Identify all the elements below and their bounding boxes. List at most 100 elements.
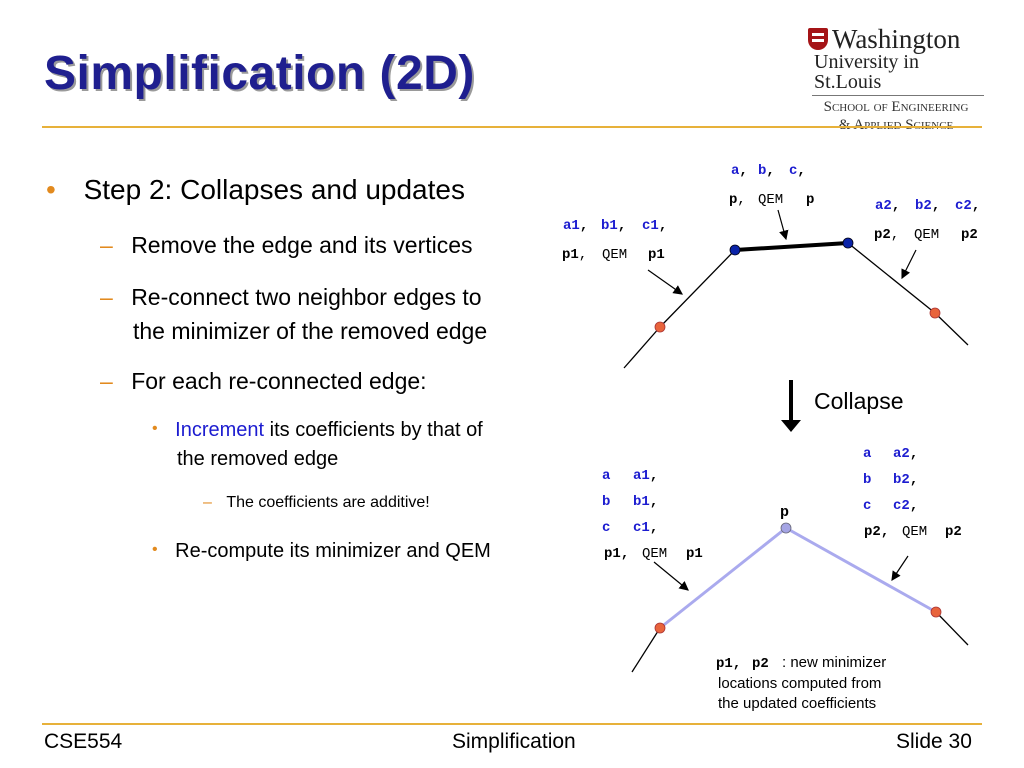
svg-text:aa2,: aa2, <box>863 446 918 462</box>
point-p: p <box>806 192 814 208</box>
coef-c1: c1 <box>642 218 659 234</box>
sub4-bullet-additive: – The coefficients are additive! <box>203 494 430 512</box>
dash-icon: – <box>203 494 212 511</box>
coef-b1: b1 <box>601 218 618 234</box>
caption-line3: the updated coefficients <box>718 695 876 712</box>
bullet-step2: • Step 2: Collapses and updates <box>46 174 465 206</box>
label-top-center-l2: p, QEM p <box>729 192 814 208</box>
label-top-right-l2: p2, QEM p2 <box>874 227 978 243</box>
coef-a: a <box>863 446 872 462</box>
crest-icon <box>808 28 828 50</box>
footer-slide-number: Slide 30 <box>896 730 972 753</box>
svg-text:cc1,: cc1, <box>602 520 658 536</box>
edge-vertex-2 <box>842 237 854 249</box>
point-p: p <box>729 192 737 208</box>
new-edge-right <box>785 526 937 614</box>
point-p1: p1 <box>648 247 665 263</box>
bullet-step2-text: Step 2: Collapses and updates <box>83 174 465 205</box>
logo-name: Washington <box>832 24 961 54</box>
svg-text:bb2,: bb2, <box>863 472 918 488</box>
coef-c2: c2 <box>893 498 910 514</box>
coef-a2: a2 <box>875 198 892 214</box>
logo-school-line1: School of Engineering <box>823 99 969 115</box>
dash-icon: – <box>100 368 113 394</box>
sub-bullet-foreach: – For each re-connected edge: <box>100 364 427 398</box>
label-top-left-l2: p1, QEM p1 <box>562 247 665 263</box>
qem-label: QEM <box>902 524 927 540</box>
arrow-right <box>901 249 917 280</box>
point-p1: p1 <box>604 546 621 562</box>
footer-course: CSE554 <box>44 730 123 753</box>
bullet-dot-icon: • <box>46 174 56 205</box>
increment-rest: its coefficients by that of <box>264 419 483 441</box>
arrow-bottom-right <box>891 555 909 581</box>
coef-c2: c2 <box>955 198 972 214</box>
logo-sub: University in St.Louis <box>814 51 919 93</box>
qem-label: QEM <box>914 227 939 243</box>
footer-topic: Simplification <box>452 730 576 753</box>
point-p2: p2 <box>864 524 881 540</box>
coef-a: a <box>602 468 611 484</box>
bullet-dot-icon: • <box>152 420 158 437</box>
vertex-right <box>930 606 942 618</box>
coef-b2: b2 <box>893 472 910 488</box>
coef-b: b <box>863 472 871 488</box>
label-top-left-l1: a1, b1, c1, <box>563 218 667 234</box>
sub-bullet-reconnect-line1: Re-connect two neighbor edges to <box>131 284 482 310</box>
point-p2: p2 <box>945 524 962 540</box>
collapse-label: Collapse <box>814 388 904 414</box>
edge-vertex-1 <box>729 244 741 256</box>
bottom-left-edge-ext <box>631 627 661 673</box>
sub3-bullet-recompute-text: Re-compute its minimizer and QEM <box>175 540 491 562</box>
point-p1: p1 <box>562 247 579 263</box>
university-logo: Washington University in St.Louis School… <box>808 24 988 133</box>
footer-divider <box>42 723 982 725</box>
new-edge-left <box>659 526 787 630</box>
minimizer-label: p <box>780 504 789 521</box>
sub-bullet-remove-text: Remove the edge and its vertices <box>131 232 473 258</box>
coef-b: b <box>602 494 610 510</box>
logo-divider <box>812 95 984 96</box>
caption-vars: p1, p2 <box>716 656 769 672</box>
logo-school-line2: & Applied Science <box>838 117 954 133</box>
slide-title: Simplification (2D) <box>44 47 475 100</box>
top-right-edge <box>847 242 936 314</box>
header-divider <box>42 126 982 128</box>
sub-bullet-reconnect: – Re-connect two neighbor edges to <box>100 280 482 314</box>
sub-bullet-reconnect-line2: the minimizer of the removed edge <box>133 318 488 344</box>
minimizer-vertex <box>780 522 792 534</box>
caption-line2: locations computed from <box>718 675 881 692</box>
sub-bullet-remove: – Remove the edge and its vertices <box>100 228 473 262</box>
dash-icon: – <box>100 284 113 310</box>
svg-text:bb1,: bb1, <box>602 494 658 510</box>
coef-b: b <box>758 163 766 179</box>
coef-b1: b1 <box>633 494 650 510</box>
coef-a: a <box>731 163 740 179</box>
label-top-right-l1: a2, b2, c2, <box>875 198 980 214</box>
svg-text:aa1,: aa1, <box>602 468 658 484</box>
coef-a2: a2 <box>893 446 910 462</box>
coef-a1: a1 <box>563 218 580 234</box>
increment-highlight: Increment <box>175 419 265 441</box>
point-p2: p2 <box>752 656 769 672</box>
point-p1: p1 <box>686 546 703 562</box>
collapsed-edge <box>734 241 849 252</box>
sub3-bullet-increment: • Increment its coefficients by that of <box>152 414 483 445</box>
svg-text:cc2,: cc2, <box>863 498 918 514</box>
top-right-edge-ext <box>934 312 969 346</box>
top-left-edge <box>659 249 736 328</box>
bottom-right-edge-ext <box>935 611 969 646</box>
coef-a1: a1 <box>633 468 650 484</box>
sub3-bullet-increment-line2: the removed edge <box>177 448 339 470</box>
label-top-center-l1: a, b, c, <box>731 163 806 179</box>
arrow-left <box>647 269 683 295</box>
point-p1: p1 <box>716 656 733 672</box>
coef-b2: b2 <box>915 198 932 214</box>
coef-c1: c1 <box>633 520 650 536</box>
top-left-edge-ext <box>623 326 661 369</box>
coef-c: c <box>863 498 871 514</box>
